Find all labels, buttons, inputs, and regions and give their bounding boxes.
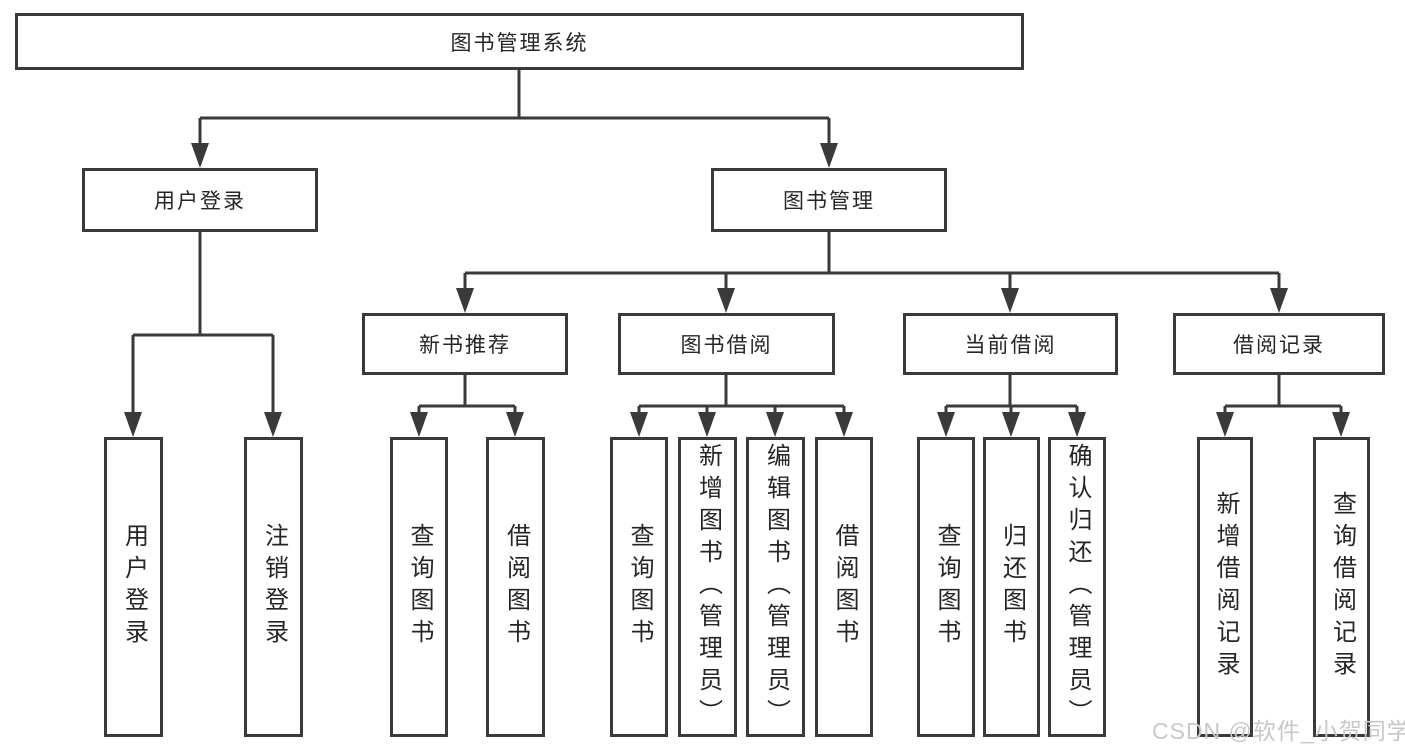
node-label: 用户登录 — [120, 523, 148, 651]
leaf-add-books-admin: 新增图书（管理员） — [678, 437, 737, 737]
leaf-confirm-return-admin: 确认归还（管理员） — [1048, 437, 1106, 737]
node-label: 查询图书 — [933, 523, 960, 651]
leaf-borrow-books: 借阅图书 — [815, 437, 873, 737]
node-label: 查询图书 — [626, 523, 653, 651]
node-book-borrow: 图书借阅 — [618, 313, 835, 375]
leaf-borrow-query-books: 查询图书 — [610, 437, 668, 737]
node-root-library-system: 图书管理系统 — [15, 13, 1024, 70]
node-label: 借阅图书 — [831, 523, 858, 651]
node-label: 确认归还（管理员） — [1064, 443, 1091, 731]
node-user-login-branch: 用户登录 — [82, 168, 318, 232]
node-label: 当前借阅 — [964, 334, 1057, 357]
node-book-management: 图书管理 — [711, 168, 947, 232]
leaf-recommend-borrow-books: 借阅图书 — [486, 437, 545, 737]
node-label: 图书管理 — [783, 190, 875, 213]
node-label: 新书推荐 — [419, 334, 511, 357]
node-label: 图书借阅 — [680, 334, 773, 357]
node-label: 编辑图书（管理员） — [762, 443, 790, 731]
leaf-add-borrow-record: 新增借阅记录 — [1197, 437, 1253, 737]
node-borrow-records: 借阅记录 — [1173, 313, 1385, 375]
leaf-logout: 注销登录 — [244, 437, 303, 737]
node-label: 查询图书 — [406, 523, 433, 651]
node-label: 新增图书（管理员） — [694, 443, 722, 731]
node-label: 用户登录 — [154, 190, 246, 213]
arrowhead-group — [124, 143, 1350, 437]
node-label: 新增借阅记录 — [1212, 491, 1239, 683]
node-label: 注销登录 — [260, 523, 288, 651]
leaf-return-books: 归还图书 — [983, 437, 1040, 737]
node-label: 查询借阅记录 — [1328, 491, 1356, 683]
leaf-recommend-query-books: 查询图书 — [390, 437, 448, 737]
leaf-current-query-books: 查询图书 — [917, 437, 975, 737]
leaf-user-login: 用户登录 — [104, 437, 163, 737]
csdn-watermark: CSDN @软件_小贺同学 — [1152, 718, 1405, 744]
node-label: 借阅图书 — [502, 523, 530, 651]
leaf-edit-books-admin: 编辑图书（管理员） — [746, 437, 805, 737]
leaf-query-borrow-record: 查询借阅记录 — [1313, 437, 1370, 737]
node-current-borrow: 当前借阅 — [903, 313, 1118, 375]
node-new-book-recommend: 新书推荐 — [362, 313, 568, 375]
node-label: 图书管理系统 — [450, 31, 589, 55]
node-label: 借阅记录 — [1233, 334, 1325, 357]
node-label: 归还图书 — [998, 523, 1026, 651]
